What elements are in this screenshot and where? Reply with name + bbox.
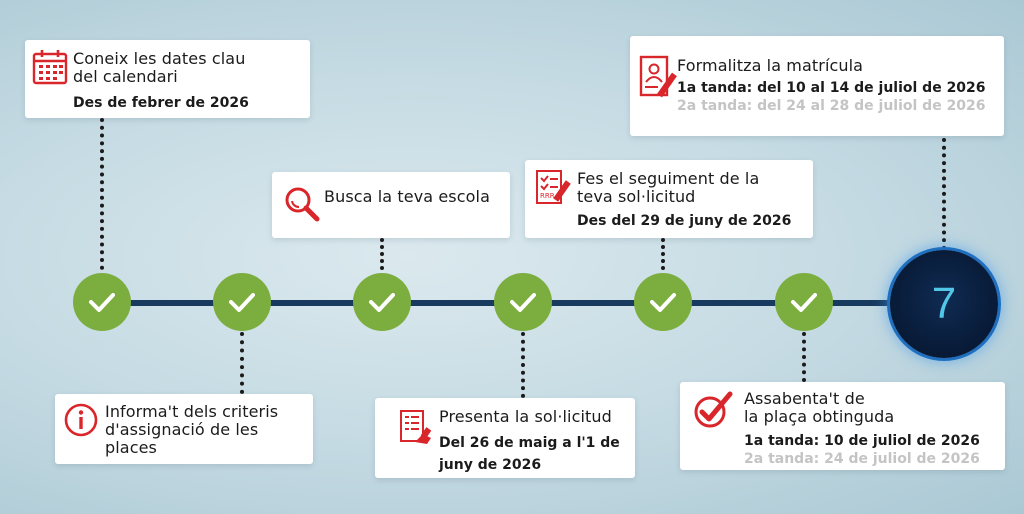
step-1-detail: Des de febrer de 2026 bbox=[73, 95, 249, 111]
connector-5 bbox=[661, 238, 665, 270]
check-icon bbox=[510, 293, 536, 312]
svg-text:RRR: RRR bbox=[540, 192, 555, 200]
connector-2 bbox=[240, 332, 244, 394]
checkmark-icon bbox=[694, 391, 733, 428]
search-icon bbox=[285, 187, 320, 222]
card-calendar: Coneix les dates clau del calendari Des … bbox=[25, 40, 310, 118]
connector-4 bbox=[521, 332, 525, 398]
step-node-5 bbox=[634, 273, 692, 331]
step-6-detail-2: 2a tanda: 24 de juliol de 2026 bbox=[744, 451, 980, 467]
step-node-4 bbox=[494, 273, 552, 331]
connector-3 bbox=[380, 238, 384, 270]
check-icon bbox=[791, 293, 817, 312]
card-track-application: RRR Fes el seguiment de la teva sol·lici… bbox=[525, 160, 813, 238]
step-6-detail-1: 1a tanda: 10 de juliol de 2026 bbox=[744, 433, 980, 449]
step-2-title-line3: places bbox=[105, 438, 157, 457]
step-5-title-line1: Fes el seguiment de la bbox=[577, 169, 760, 188]
step-6-title-line2: la plaça obtinguda bbox=[744, 407, 895, 426]
step-node-2 bbox=[213, 273, 271, 331]
connector-7 bbox=[942, 138, 946, 250]
step-1-title-line1: Coneix les dates clau bbox=[73, 49, 246, 68]
step-7-detail-1: 1a tanda: del 10 al 14 de juliol de 2026 bbox=[677, 80, 986, 96]
check-icon bbox=[650, 293, 676, 312]
step-node-1 bbox=[73, 273, 131, 331]
final-step-number: 7 bbox=[931, 279, 957, 328]
step-4-detail-line1: Del 26 de maig a l'1 de bbox=[439, 435, 620, 451]
check-icon bbox=[89, 293, 115, 312]
card-submit-application: Presenta la sol·licitud Del 26 de maig a… bbox=[375, 398, 635, 478]
card-search-school: Busca la teva escola bbox=[272, 172, 510, 238]
step-2-title-line2: d'assignació de les bbox=[105, 420, 259, 439]
step-6-title-line1: Assabenta't de bbox=[744, 389, 865, 408]
document-pen-icon bbox=[639, 55, 677, 98]
connector-6 bbox=[802, 332, 806, 382]
step-7-detail-2: 2a tanda: del 24 al 28 de juliol de 2026 bbox=[677, 98, 986, 114]
step-5-detail: Des del 29 de juny de 2026 bbox=[577, 213, 792, 229]
step-1-title-line2: del calendari bbox=[73, 67, 178, 86]
calendar-icon bbox=[32, 50, 68, 85]
checklist-icon: RRR bbox=[536, 170, 571, 204]
step-3-title: Busca la teva escola bbox=[324, 187, 490, 206]
step-node-3 bbox=[353, 273, 411, 331]
card-enrolment: Formalitza la matrícula 1a tanda: del 10… bbox=[630, 36, 1004, 136]
connector-1 bbox=[100, 118, 104, 270]
step-4-title: Presenta la sol·licitud bbox=[439, 407, 612, 426]
check-icon bbox=[369, 293, 395, 312]
step-5-title-line2: teva sol·licitud bbox=[577, 187, 696, 206]
form-icon bbox=[400, 410, 432, 444]
step-7-title: Formalitza la matrícula bbox=[677, 56, 864, 75]
check-icon bbox=[229, 293, 255, 312]
step-2-title-line1: Informa't dels criteris bbox=[105, 402, 279, 421]
card-criteria: Informa't dels criteris d'assignació de … bbox=[55, 394, 313, 464]
final-step-node: 7 bbox=[890, 250, 998, 358]
card-assigned-place: Assabenta't de la plaça obtinguda 1a tan… bbox=[680, 382, 1005, 470]
step-4-detail-line2: juny de 2026 bbox=[439, 457, 542, 473]
info-icon bbox=[64, 403, 98, 437]
step-node-6 bbox=[775, 273, 833, 331]
